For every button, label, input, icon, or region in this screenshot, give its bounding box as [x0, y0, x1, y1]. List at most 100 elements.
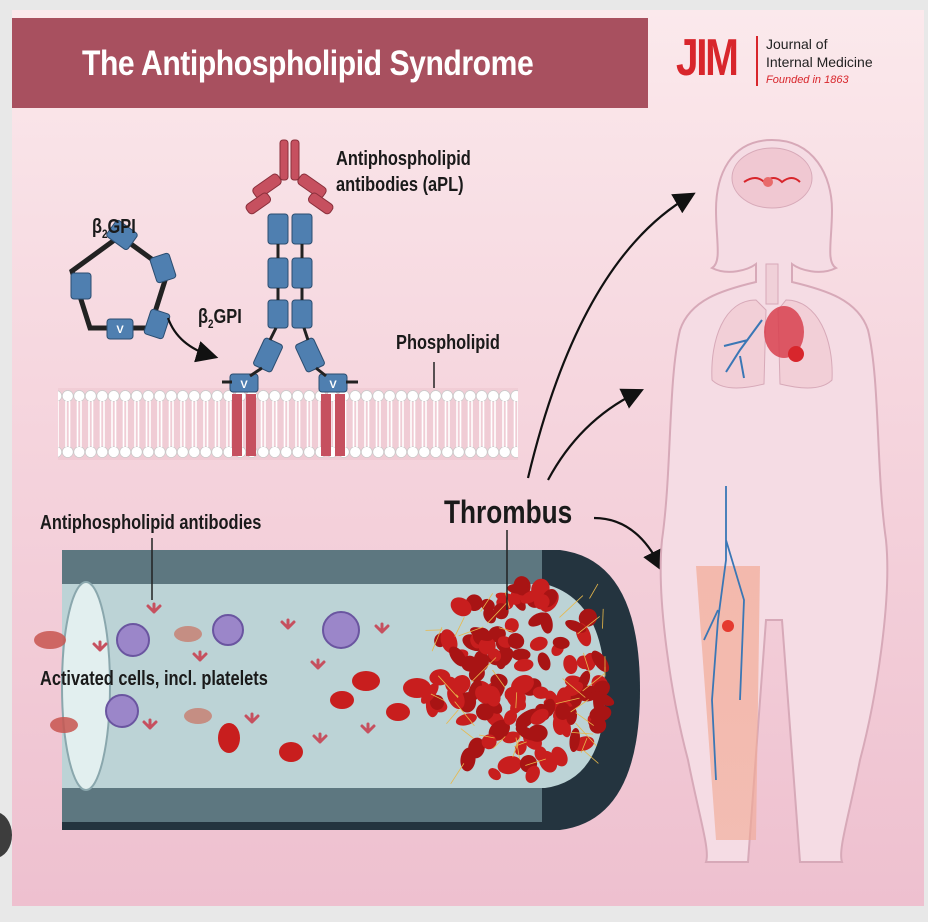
- clot-red-cell: [552, 636, 570, 649]
- b2gpi-bound-rest: GPI: [213, 306, 242, 328]
- clot-red-cell: [488, 768, 501, 781]
- fibrin-strand: [480, 593, 494, 612]
- membrane-b2gpi-left: V: [229, 373, 259, 456]
- lumen-cells: [34, 611, 431, 762]
- clot-red-cell: [493, 603, 509, 620]
- fibrin-strand: [577, 616, 600, 635]
- fibrin-strand: [602, 608, 604, 629]
- fibrin-strand: [582, 672, 606, 692]
- fibrin-strand: [492, 736, 506, 749]
- clot-red-cell: [565, 619, 587, 633]
- b2gpi-bound-sub: 2: [208, 317, 214, 331]
- free-antibodies: [92, 602, 390, 744]
- clot-red-cell: [451, 675, 471, 694]
- fibrin-strand: [570, 699, 589, 713]
- clot-red-cell: [488, 648, 502, 662]
- clot-red-cell: [497, 756, 522, 775]
- fibrin-strand: [431, 627, 443, 652]
- fibrin-strand: [512, 735, 522, 758]
- b2gpi-bound-beta: β: [198, 306, 209, 328]
- clot-red-cell: [481, 734, 497, 750]
- clot-red-cell: [504, 618, 519, 633]
- fibrin-strand: [460, 728, 474, 739]
- clot-red-cell: [527, 724, 548, 742]
- fibrin-strand: [575, 722, 597, 747]
- clot-red-cell: [511, 648, 531, 661]
- clot-red-cell: [483, 607, 497, 624]
- arrow-to-lungs: [547, 388, 644, 481]
- clot-red-cell: [537, 652, 551, 671]
- fibrin-strand: [559, 595, 584, 618]
- arrow-to-leg: [593, 516, 663, 572]
- apl-short-label: Antiphospholipid antibodies: [40, 512, 262, 534]
- fibrin-strand: [458, 626, 484, 637]
- fibrin-strand: [454, 701, 475, 727]
- apl-label-line2: antibodies (aPL): [336, 174, 464, 196]
- jim-logo-line1: Journal of: [766, 36, 828, 52]
- apl-label-line1: Antiphospholipid: [336, 148, 471, 170]
- thrombus-label: Thrombus: [444, 494, 573, 530]
- clot-red-cell: [495, 592, 521, 605]
- clot-red-cell: [569, 727, 580, 753]
- clot-red-cell: [513, 658, 534, 672]
- fibrin-strand: [456, 694, 459, 698]
- clot-red-cell: [515, 708, 539, 725]
- clot-red-cell: [475, 685, 493, 704]
- phospholipid-bilayer: [58, 362, 518, 460]
- clot-red-cell: [563, 654, 578, 675]
- clot-red-cell: [532, 686, 549, 699]
- thrombus-clot: [420, 576, 615, 785]
- activated-cells-label: Activated cells, incl. platelets: [40, 668, 268, 690]
- fibrin-strand: [492, 669, 506, 688]
- side-scroll-button[interactable]: [0, 812, 12, 858]
- fibrin-strand: [562, 678, 586, 698]
- fibrin-strand: [438, 675, 459, 698]
- fibrin-strand: [515, 737, 520, 760]
- b2gpi-circular-rest: GPI: [107, 216, 136, 238]
- clot-red-cell: [507, 583, 529, 594]
- arrow-to-brain: [526, 192, 696, 479]
- clot-red-cell: [514, 741, 527, 756]
- fibrin-strand: [425, 629, 443, 631]
- binding-arrow: [166, 317, 219, 363]
- clot-red-cell: [449, 646, 467, 667]
- fibrin-strand: [487, 601, 508, 624]
- fibrin-strand: [450, 763, 465, 785]
- b2gpi-circular-label: β2GPI: [92, 216, 136, 241]
- fibrin-strand: [515, 692, 518, 709]
- clot-red-cell: [540, 612, 553, 634]
- fibrin-strand: [525, 758, 546, 766]
- antiphospholipid-antibody: [222, 139, 358, 384]
- fibrin-strand: [471, 657, 497, 682]
- clot-red-cell: [590, 691, 615, 706]
- fibrin-strand: [582, 749, 599, 764]
- clot-red-cell: [488, 719, 510, 741]
- clot-red-cell: [563, 681, 584, 697]
- fibrin-strand: [430, 693, 445, 702]
- clot-red-cell: [555, 702, 571, 720]
- fibrin-strand: [479, 734, 495, 739]
- fibrin-strand: [498, 627, 513, 632]
- jim-logo-divider: [756, 36, 758, 86]
- human-body: [659, 138, 889, 863]
- svg-text:V: V: [329, 379, 337, 391]
- clot-red-cell: [589, 705, 612, 722]
- clot-red-cell: [470, 627, 493, 642]
- clot-red-cell: [511, 674, 534, 695]
- clot-red-cell: [507, 633, 525, 649]
- clot-red-cell: [529, 636, 548, 651]
- fibrin-strand: [446, 709, 459, 724]
- clot-red-cell: [420, 682, 439, 704]
- clot-red-cell: [520, 589, 542, 604]
- fibrin-strand: [589, 583, 599, 599]
- clot-red-cell: [525, 765, 540, 783]
- fibrin-strand: [555, 697, 580, 704]
- svg-text:V: V: [116, 324, 124, 336]
- title-bar: [12, 18, 648, 108]
- fibrin-strand: [571, 732, 594, 735]
- fibrin-strand: [580, 738, 588, 753]
- clot-red-cell: [450, 597, 472, 617]
- circular-b2gpi: V: [69, 219, 177, 340]
- membrane-b2gpi-right: V: [318, 373, 348, 456]
